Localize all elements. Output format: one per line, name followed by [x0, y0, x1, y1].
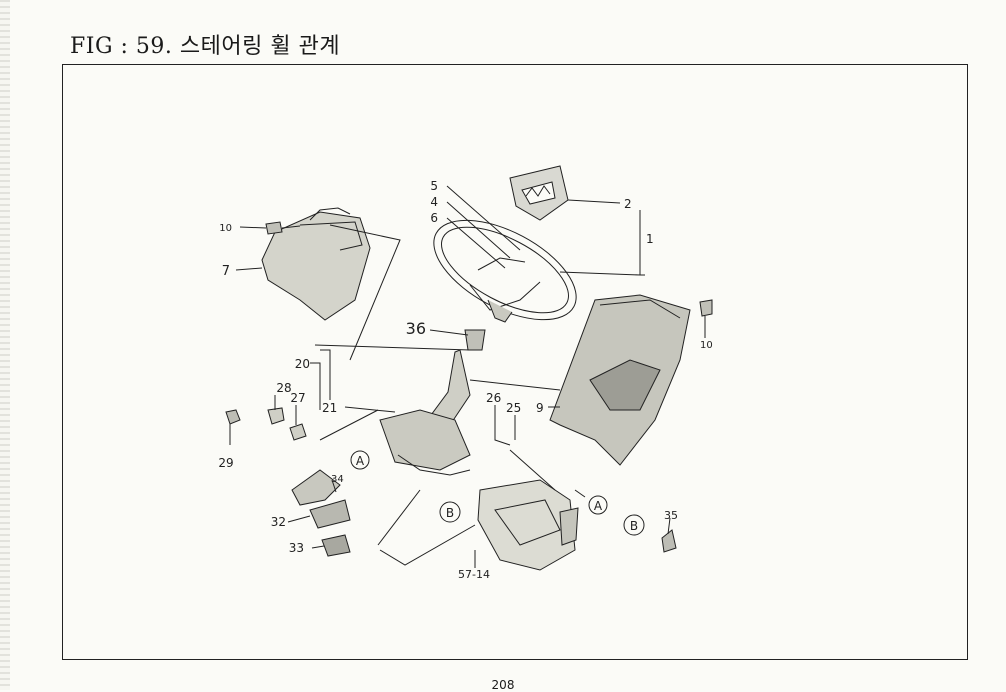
part-lower-column-cover — [549, 294, 691, 466]
part-key-cylinder-assembly — [291, 469, 351, 557]
part-lower-bracket — [477, 479, 579, 571]
part-small-clips — [225, 407, 307, 441]
callout-29: 29 — [218, 456, 233, 470]
callout-32: 32 — [271, 515, 286, 529]
figure-title: FIG : 59. 스테어링 휠 관계 — [70, 34, 341, 59]
marker-a-left: A — [356, 454, 365, 468]
marker-a-right: A — [594, 499, 603, 513]
callout-35: 35 — [664, 509, 678, 522]
callout-5: 5 — [430, 179, 438, 193]
scan-edge — [0, 0, 10, 690]
callout-26: 26 — [486, 391, 501, 405]
callout-33: 33 — [289, 541, 304, 555]
diagram-frame — [62, 64, 968, 660]
callout-21: 21 — [322, 401, 337, 415]
callout-2: 2 — [624, 197, 632, 211]
marker-b-left: B — [446, 506, 454, 520]
callout-25: 25 — [506, 401, 521, 415]
callout-28: 28 — [276, 381, 291, 395]
callout-7: 7 — [222, 264, 230, 279]
callout-4: 4 — [430, 195, 438, 209]
marker-b-right: B — [630, 519, 638, 533]
callout-20: 20 — [295, 357, 310, 371]
callout-9: 9 — [536, 401, 544, 415]
part-upper-column-cover — [261, 207, 371, 321]
callout-6: 6 — [430, 211, 438, 225]
callout-36: 36 — [406, 319, 426, 338]
part-35-clip — [661, 529, 677, 553]
part-steering-column — [379, 329, 486, 476]
page-number: 208 — [491, 678, 515, 692]
marker-circles — [350, 450, 645, 536]
part-screws — [265, 221, 713, 317]
callout-34: 34 — [331, 474, 344, 485]
part-horn-pad — [509, 165, 569, 221]
leader-lines — [229, 185, 706, 568]
part-steering-wheel — [433, 219, 577, 323]
callout-labels: 5 4 6 2 1 10 7 36 20 10 28 27 21 26 25 9… — [218, 179, 712, 581]
callout-1: 1 — [646, 232, 654, 246]
callout-10-right: 10 — [700, 340, 713, 351]
callout-27: 27 — [290, 391, 305, 405]
callout-57-14: 57-14 — [458, 568, 490, 581]
callout-10-left: 10 — [219, 223, 232, 234]
